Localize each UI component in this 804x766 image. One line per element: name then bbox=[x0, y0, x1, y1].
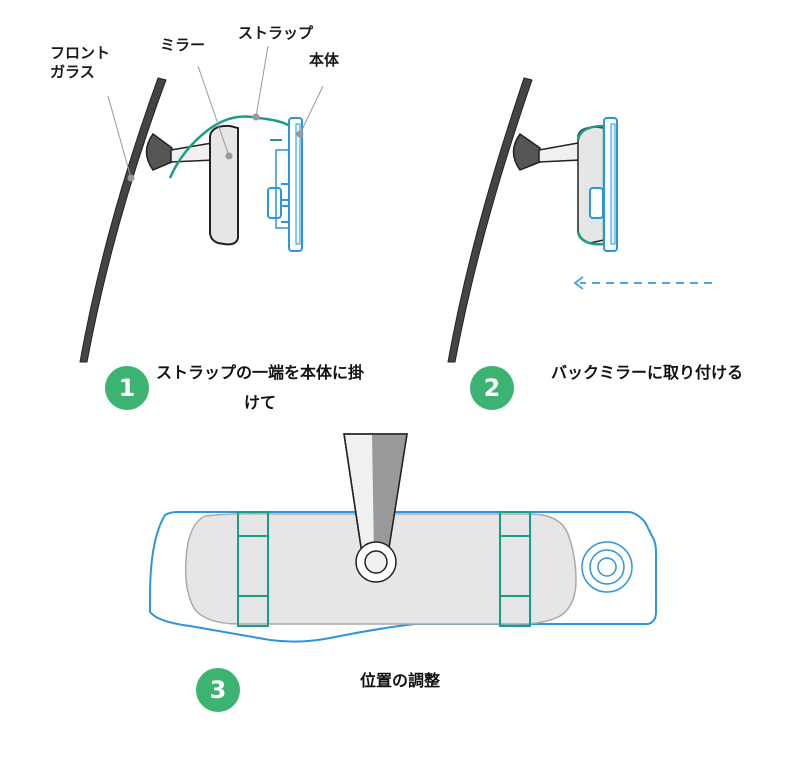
rear-mirror bbox=[209, 124, 239, 246]
push-arrow bbox=[573, 276, 712, 290]
strap-left bbox=[237, 511, 269, 627]
windshield-glass bbox=[447, 77, 533, 363]
label-windshield: フロント ガラス bbox=[50, 44, 110, 82]
step-1-badge: 1 bbox=[105, 366, 149, 410]
device-clip bbox=[589, 187, 604, 219]
mount-bracket bbox=[145, 132, 173, 171]
label-body: 本体 bbox=[309, 51, 340, 69]
step-3-badge: 3 bbox=[196, 668, 240, 712]
diagram-3 bbox=[149, 433, 657, 643]
diagram-1 bbox=[79, 45, 324, 363]
strap-right bbox=[499, 511, 531, 627]
step-2-badge: 2 bbox=[470, 366, 514, 410]
step-2-text: バックミラーに取り付ける bbox=[550, 363, 743, 382]
rear-mirror bbox=[577, 126, 605, 244]
strap bbox=[168, 115, 291, 179]
label-windshield-text: フロント ガラス bbox=[50, 44, 111, 81]
step-1-text: ストラップの一端を本体に掛けて bbox=[155, 363, 364, 412]
label-leaders bbox=[107, 45, 324, 182]
diagram-2 bbox=[447, 77, 712, 363]
camera-lens-icon bbox=[581, 541, 633, 593]
device-clip bbox=[267, 187, 282, 219]
mount-bracket bbox=[512, 132, 541, 171]
mirror-arm bbox=[538, 142, 581, 163]
mirror-arm bbox=[170, 142, 215, 163]
label-mirror: ミラー bbox=[160, 36, 206, 54]
step-3-text: 位置の調整 bbox=[359, 671, 440, 690]
windshield-glass bbox=[79, 77, 167, 363]
label-strap: ストラップ bbox=[238, 24, 314, 42]
